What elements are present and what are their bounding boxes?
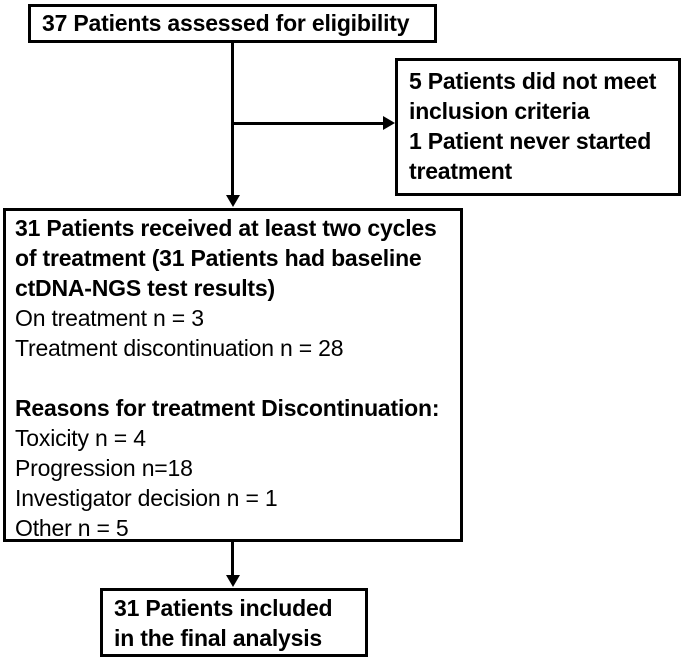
treated-text-line: ctDNA-NGS test results) — [15, 275, 275, 301]
treated-text-line: of treatment (31 Patients had baseline — [15, 245, 422, 271]
final-text-line: in the final analysis — [114, 625, 322, 651]
excluded-text-line: treatment — [409, 158, 513, 184]
arrowhead-down-icon — [226, 575, 240, 587]
treated-text-line: 31 Patients received at least two cycles — [15, 215, 437, 241]
connector-treated-to-final — [231, 541, 234, 575]
arrowhead-right-icon — [383, 116, 395, 130]
treated-text-line: Investigator decision n = 1 — [15, 485, 278, 511]
final-text-line: 31 Patients included — [114, 595, 333, 621]
treated-text-line: Treatment discontinuation n = 28 — [15, 335, 344, 361]
box-excluded-patients: 5 Patients did not meet inclusion criter… — [395, 58, 681, 196]
box-received-treatment: 31 Patients received at least two cycles… — [3, 208, 463, 542]
treated-text-line: Other n = 5 — [15, 515, 129, 541]
excluded-text-line: inclusion criteria — [409, 98, 590, 124]
assessed-text-line: 37 Patients assessed for eligibility — [42, 10, 410, 36]
connector-branch-to-excluded — [233, 122, 383, 125]
treated-text-line: On treatment n = 3 — [15, 305, 204, 331]
box-final-analysis: 31 Patients included in the final analys… — [100, 588, 368, 657]
treated-blank-line — [15, 363, 456, 393]
treated-text-line: Progression n=18 — [15, 455, 193, 481]
treated-text-line: Toxicity n = 4 — [15, 425, 146, 451]
box-assessed-for-eligibility: 37 Patients assessed for eligibility — [28, 4, 437, 43]
connector-assessed-to-treated — [231, 43, 234, 195]
arrowhead-down-icon — [226, 195, 240, 207]
treated-text-line: Reasons for treatment Discontinuation: — [15, 395, 440, 421]
excluded-text-line: 5 Patients did not meet — [409, 68, 657, 94]
excluded-text-line: 1 Patient never started — [409, 128, 652, 154]
